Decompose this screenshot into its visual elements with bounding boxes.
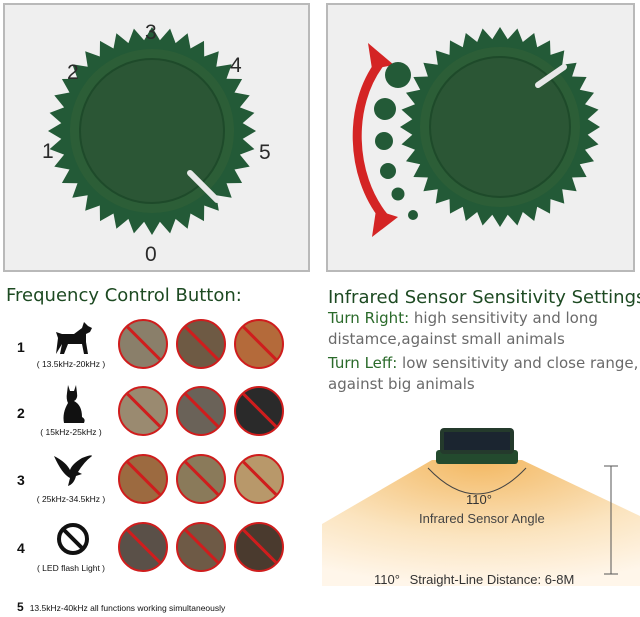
sensitivity-knob-dial	[352, 27, 600, 237]
row-number-1: 1	[17, 339, 25, 355]
knob-number-2: 2	[67, 61, 79, 84]
opossum-prohibited-icon	[118, 319, 168, 369]
frequency-knob-dial	[48, 27, 256, 235]
sensitivity-knob-panel	[326, 3, 635, 272]
boar-prohibited-icon	[176, 522, 226, 572]
sensor-beam-diagram	[322, 428, 640, 586]
sparrow-prohibited-icon	[176, 454, 226, 504]
rotation-arrow-icon	[352, 58, 389, 222]
raccoon-prohibited-icon	[176, 319, 226, 369]
turn-right-label: Turn Right:	[328, 309, 410, 327]
frequency-range-3: ( 25kHz-34.5kHz )	[36, 494, 106, 504]
angle-label: Infrared Sensor Angle	[419, 511, 545, 526]
hawk-prohibited-icon	[118, 454, 168, 504]
knob-number-1: 1	[42, 140, 54, 163]
turn-right-line-2: distamce,against small animals	[328, 330, 565, 348]
distance-value: 6-8M	[544, 572, 575, 587]
knob-number-5: 5	[259, 141, 271, 164]
dog-icon	[56, 322, 92, 354]
turn-left-line: Turn Leff: low sensitivity and close ran…	[328, 354, 638, 372]
cat-icon	[63, 385, 85, 423]
knob-number-0: 0	[145, 243, 157, 266]
cat-prohibited-icon	[118, 386, 168, 436]
turn-right-line: Turn Right: high sensitivity and long	[328, 309, 598, 327]
distance-line: 110° Straight-Line Distance: 6-8M	[374, 572, 574, 587]
badger-prohibited-icon	[176, 386, 226, 436]
row-number-5: 5	[17, 600, 24, 614]
infrared-beam-area	[322, 460, 640, 586]
turn-left-label: Turn Leff:	[328, 354, 398, 372]
angle-value: 110°	[466, 492, 492, 507]
fox-prohibited-icon	[234, 319, 284, 369]
knob-number-3: 3	[145, 21, 157, 44]
prohibited-icon	[57, 523, 89, 555]
weasel-prohibited-icon	[234, 522, 284, 572]
all-functions-note: 5 13.5kHz-40kHz all functions working sim…	[17, 600, 225, 614]
prairie-dog-prohibited-icon	[234, 454, 284, 504]
distance-angle: 110°	[374, 572, 400, 587]
row-number-2: 2	[17, 405, 25, 421]
raccoon-prohibited-icon	[118, 522, 168, 572]
distance-label: Straight-Line Distance:	[409, 572, 542, 587]
sensitivity-dot-icon	[385, 62, 411, 88]
all-functions-text: 13.5kHz-40kHz all functions working simu…	[29, 603, 226, 613]
bird-icon	[54, 455, 92, 486]
frequency-control-title: Frequency Control Button:	[6, 285, 242, 306]
skunk-prohibited-icon	[234, 386, 284, 436]
row-number-4: 4	[17, 540, 25, 556]
knob-number-4: 4	[230, 54, 242, 77]
led-flash-label: ( LED flash Light )	[36, 563, 106, 573]
frequency-range-1: ( 13.5kHz-20kHz )	[36, 359, 106, 369]
row-number-3: 3	[17, 472, 25, 488]
infrared-title: Infrared Sensor Sensitivity Settings	[328, 287, 640, 308]
turn-left-text: low sensitivity and close range,	[397, 354, 639, 372]
frequency-range-2: ( 15kHz-25kHz )	[40, 427, 102, 437]
turn-left-line-2: against big animals	[328, 375, 475, 393]
turn-right-text: high sensitivity and long	[409, 309, 598, 327]
frequency-knob-panel: 3 2 4 1 5 0	[3, 3, 310, 272]
